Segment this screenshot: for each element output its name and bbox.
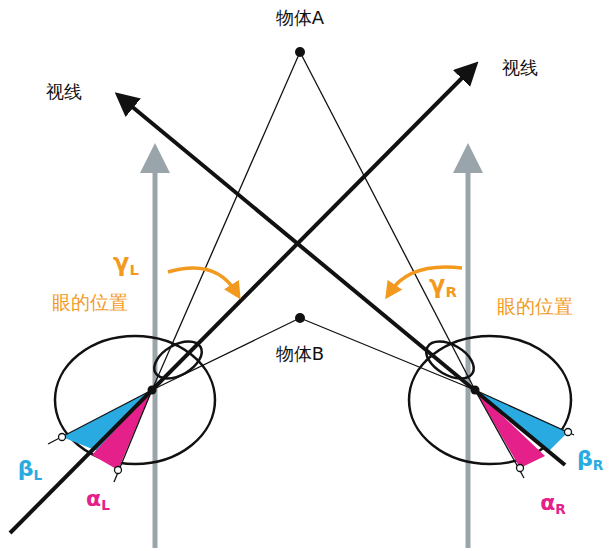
object-dot <box>295 47 305 57</box>
angle-label: βR <box>577 447 603 473</box>
visual-axis <box>124 100 565 465</box>
ray-line <box>300 318 475 390</box>
retina-dot <box>565 429 572 436</box>
retina-line <box>475 390 574 435</box>
eye-position-label: 眼的位置 <box>52 292 128 313</box>
retina-dot <box>59 434 66 441</box>
pupil-dot <box>148 386 157 395</box>
alpha-wedge <box>92 390 152 470</box>
left-eye <box>55 336 215 464</box>
object-label: 物体A <box>276 8 324 28</box>
retina-dot <box>517 465 524 472</box>
object-dot <box>295 313 305 323</box>
line-of-sight-label: 视线 <box>46 82 82 102</box>
visual-axis <box>10 70 470 533</box>
ray-line <box>152 52 300 390</box>
line-of-sight-label: 视线 <box>502 58 538 78</box>
angle-label: αR <box>540 491 566 517</box>
angle-label: αL <box>86 487 110 513</box>
eye-position-label: 眼的位置 <box>497 296 573 317</box>
eye-position-arrow <box>153 158 158 548</box>
angle-label: γR <box>429 272 457 301</box>
angle-label: γL <box>113 250 139 279</box>
ray-line <box>300 52 475 390</box>
rotation-arrow <box>168 268 236 292</box>
retina-line <box>114 390 152 482</box>
pupil-dot <box>471 386 480 395</box>
object-label: 物体B <box>276 344 324 364</box>
retina-line <box>475 390 524 478</box>
angle-label: βL <box>18 457 42 483</box>
retina-line <box>48 390 152 444</box>
retina-dot <box>115 467 122 474</box>
